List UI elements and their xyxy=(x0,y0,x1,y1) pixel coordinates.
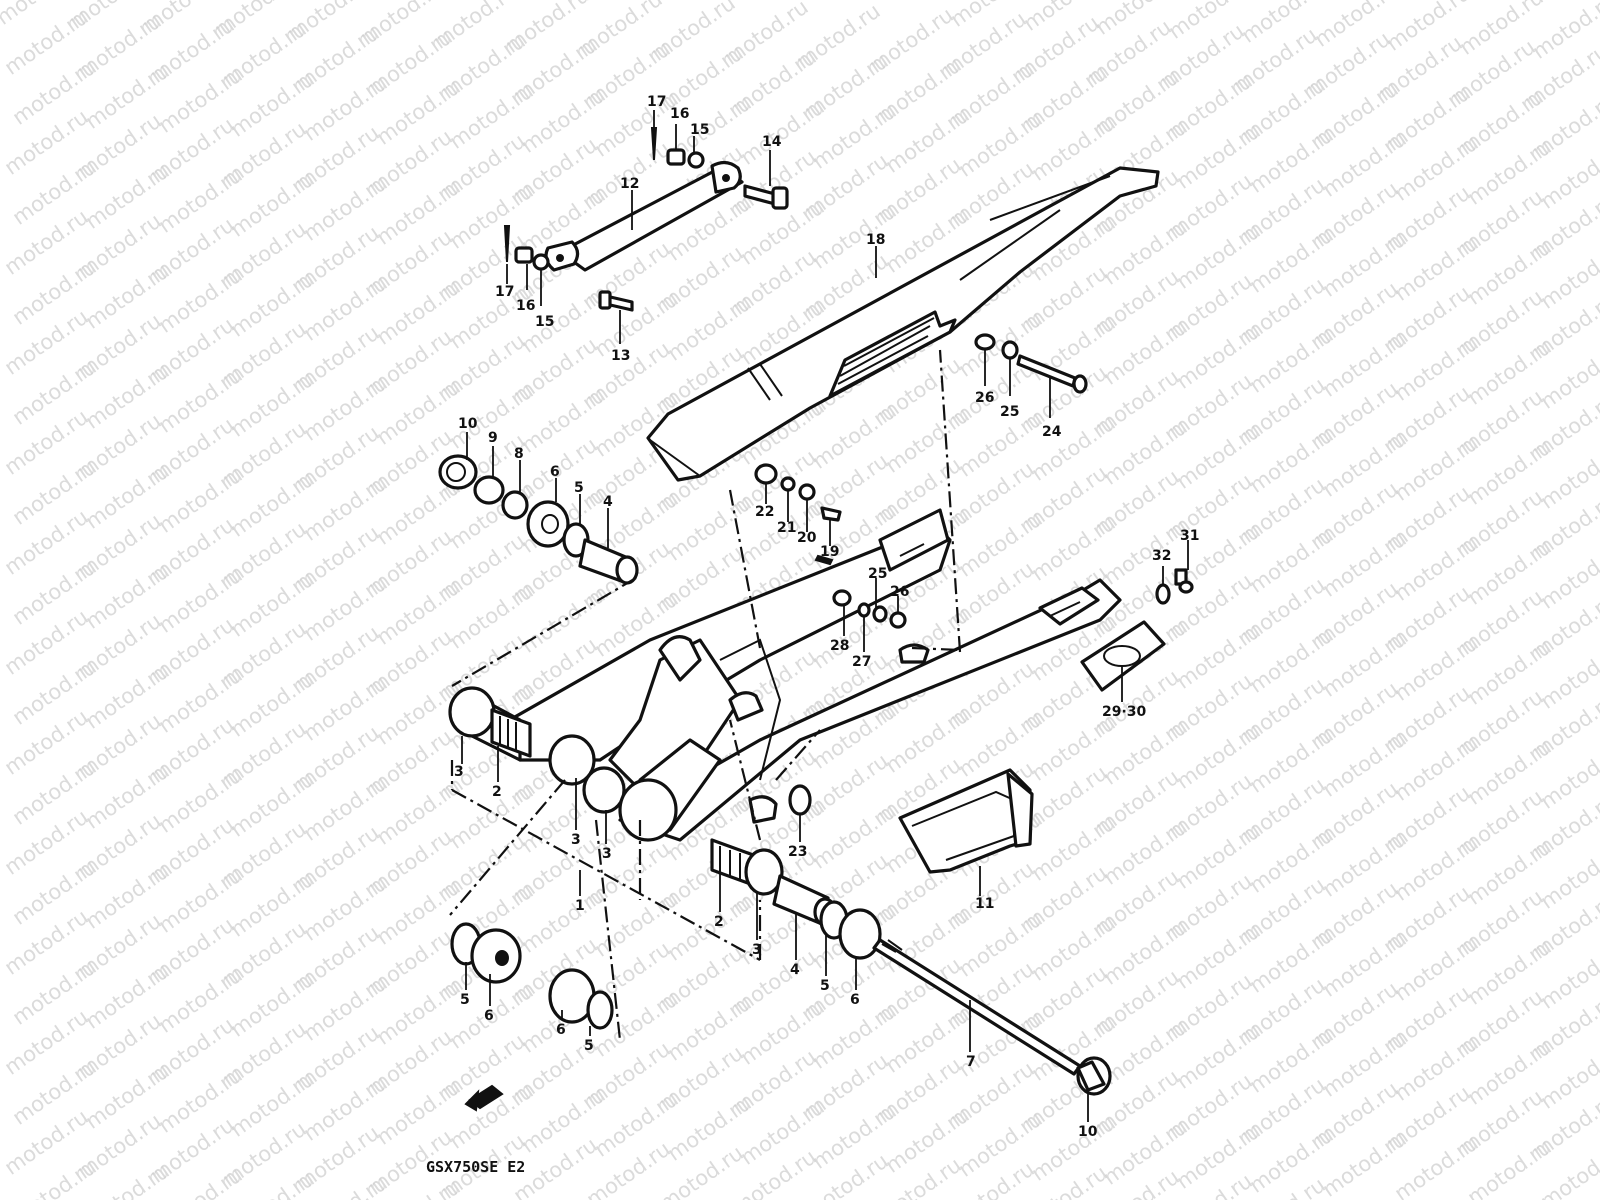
washer-part-23 xyxy=(788,784,812,816)
callout-3-center: 3 xyxy=(571,832,581,848)
callout-23: 23 xyxy=(788,844,807,860)
callout-6-lower-left: 6 xyxy=(484,1008,494,1024)
callout-15-top: 15 xyxy=(690,122,709,138)
model-label: GSX750SE E2 xyxy=(426,1158,525,1176)
leader-lines xyxy=(461,110,1189,1122)
callout-10-right: 10 xyxy=(1078,1124,1098,1140)
callout-15-bottom: 15 xyxy=(535,314,554,330)
callout-11: 11 xyxy=(975,896,994,912)
callout-8: 8 xyxy=(514,446,524,462)
callout-3-center-right: 3 xyxy=(602,846,612,862)
callout-31: 31 xyxy=(1180,528,1199,544)
bolt-part-24 xyxy=(1016,354,1088,394)
washer-part-20 xyxy=(798,483,816,501)
callout-22: 22 xyxy=(755,504,774,520)
cap-part-6-lower-left xyxy=(470,928,522,984)
collar-part-26-mid xyxy=(889,611,907,629)
callout-5-right: 5 xyxy=(820,978,830,994)
callout-27: 27 xyxy=(852,654,871,670)
collar-part-26-top xyxy=(974,333,996,351)
washer-part-21 xyxy=(780,476,796,492)
cotter-pin-part-17-top xyxy=(650,127,658,161)
callout-4-upper: 4 xyxy=(603,494,613,510)
callout-5-lower-left: 5 xyxy=(460,992,470,1008)
callout-labels: 17 16 15 14 12 18 17 16 15 13 26 25 24 1… xyxy=(454,94,1199,1140)
cap-part-6-left xyxy=(526,500,570,548)
pivot-tube-right xyxy=(618,738,722,842)
washer-part-15-top xyxy=(687,151,705,169)
bolt-part-13 xyxy=(598,290,634,312)
callout-20: 20 xyxy=(797,530,817,546)
callout-4-lower: 4 xyxy=(790,962,800,978)
spacer-part-4-upper xyxy=(578,538,639,585)
callout-14: 14 xyxy=(762,134,782,150)
nut-part-10-left xyxy=(438,454,478,490)
washer-part-22 xyxy=(754,463,778,485)
bolt-part-31 xyxy=(1174,568,1194,594)
callout-18: 18 xyxy=(866,232,885,248)
washer-part-27 xyxy=(857,602,871,618)
callout-6-right: 6 xyxy=(850,992,860,1008)
callout-32: 32 xyxy=(1152,548,1171,564)
callout-10-left: 10 xyxy=(458,416,478,432)
assembly-lines xyxy=(449,349,962,1041)
dust-seal-part-8 xyxy=(501,490,529,520)
callout-17-top: 17 xyxy=(647,94,666,110)
callout-6-lower-center: 6 xyxy=(556,1022,566,1038)
nut-part-10-right xyxy=(1076,1056,1112,1096)
callout-3-left: 3 xyxy=(454,764,464,780)
washer-part-32 xyxy=(1155,583,1171,605)
callout-9: 9 xyxy=(488,430,498,446)
adjuster-plate-part-29-30 xyxy=(1080,620,1166,692)
callout-26-top: 26 xyxy=(975,390,994,406)
nut-part-16-bottom xyxy=(514,246,534,264)
front-arrow-icon xyxy=(464,1084,504,1112)
callout-13: 13 xyxy=(611,348,630,364)
callout-29-30: 29·30 xyxy=(1102,704,1147,720)
callout-21: 21 xyxy=(777,520,796,536)
callout-3-right: 3 xyxy=(752,942,762,958)
callout-7: 7 xyxy=(966,1054,976,1070)
callout-2-right: 2 xyxy=(714,914,724,930)
washer-part-15-bottom xyxy=(532,253,550,271)
torque-link-part-12 xyxy=(544,160,744,272)
spacer-part-3-right xyxy=(744,848,784,896)
pivot-boss-center xyxy=(548,734,626,814)
washer-part-5-lower-center xyxy=(586,990,614,1030)
chain-guard-part-11 xyxy=(898,768,1034,874)
callout-26-mid: 26 xyxy=(890,584,909,600)
pivot-shaft-part-7 xyxy=(872,938,1082,1076)
cap-part-6-right xyxy=(838,908,882,960)
callout-16-bottom: 16 xyxy=(516,298,535,314)
swing-arm-part-1 xyxy=(490,508,1122,842)
callout-25-mid: 25 xyxy=(868,566,887,582)
washer-part-25-top xyxy=(1001,340,1019,360)
callout-12: 12 xyxy=(620,176,639,192)
callout-5-lower-center: 5 xyxy=(584,1038,594,1054)
bolt-part-14 xyxy=(743,184,789,210)
washer-part-25-mid xyxy=(872,605,888,623)
collar-part-28 xyxy=(832,589,852,607)
callout-6-left: 6 xyxy=(550,464,560,480)
callout-2-left: 2 xyxy=(492,784,502,800)
chain-case-part-18 xyxy=(646,166,1160,482)
callout-17-bottom: 17 xyxy=(495,284,514,300)
bolt-part-19 xyxy=(814,506,842,566)
callout-25-top: 25 xyxy=(1000,404,1019,420)
needle-bearing-part-2-left xyxy=(490,708,532,758)
washer-part-9 xyxy=(473,475,505,505)
callout-19: 19 xyxy=(820,544,839,560)
callout-16-top: 16 xyxy=(670,106,689,122)
callout-5-left: 5 xyxy=(574,480,584,496)
cotter-pin-part-17-bottom xyxy=(503,225,511,263)
callout-24: 24 xyxy=(1042,424,1062,440)
callout-1: 1 xyxy=(575,898,585,914)
callout-28: 28 xyxy=(830,638,849,654)
nut-part-16-top xyxy=(666,148,686,166)
